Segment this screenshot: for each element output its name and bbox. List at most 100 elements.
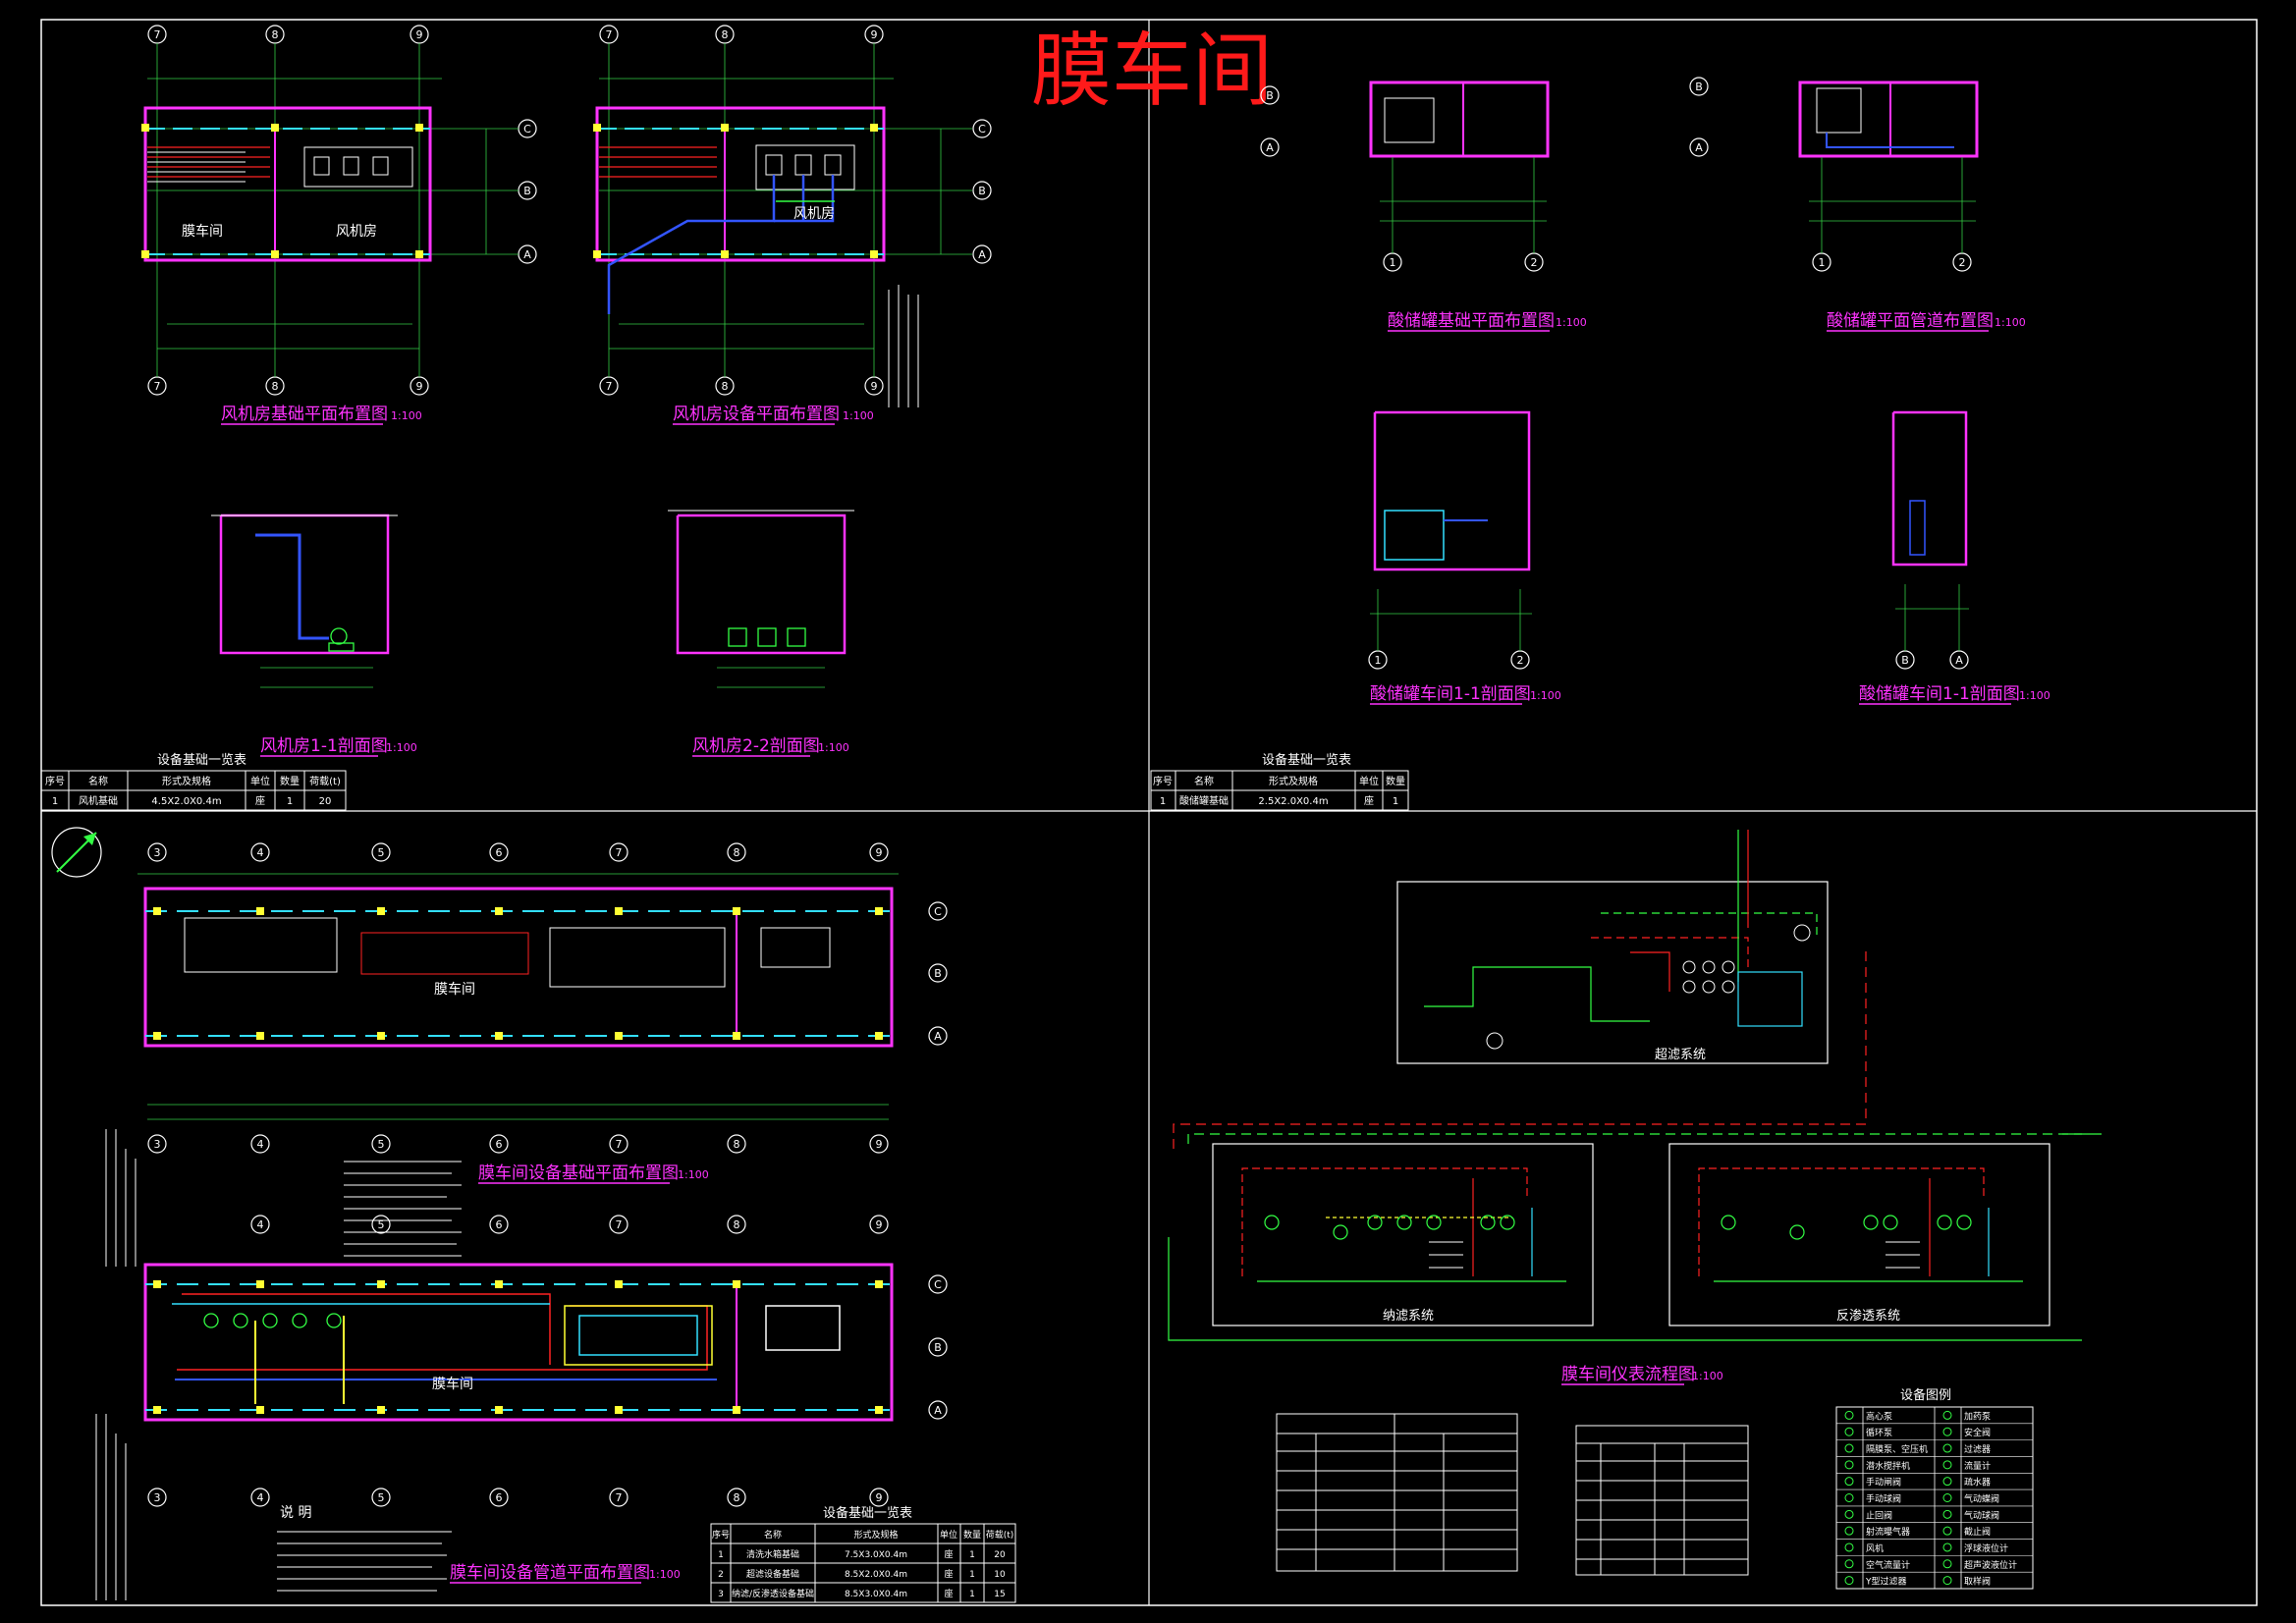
row-label: C xyxy=(934,1278,942,1291)
drawing-title: 风机房1-1剖面图 xyxy=(260,736,388,756)
row-label: A xyxy=(934,1404,942,1417)
table-cell: 2.5X2.0X0.4m xyxy=(1258,796,1328,807)
room-label: 膜车间 xyxy=(182,223,223,240)
table-header: 荷载(t) xyxy=(986,1529,1014,1541)
row-label: A xyxy=(934,1030,942,1043)
table-header: 单位 xyxy=(940,1529,957,1541)
notes-title: 说 明 xyxy=(280,1505,311,1521)
table-cell: 1 xyxy=(1393,796,1398,807)
legend-label: 空气流量计 xyxy=(1866,1559,1910,1571)
table-header: 单位 xyxy=(250,775,270,787)
drawing-scale: 1:100 xyxy=(818,741,849,754)
table-title: 设备基础一览表 xyxy=(157,752,246,768)
row-label: B xyxy=(1266,89,1274,102)
legend-label: 流量计 xyxy=(1964,1460,1991,1472)
legend-symbol-icon xyxy=(1844,1427,1854,1436)
pipe-notes-lines xyxy=(344,1161,462,1257)
legend-symbol-icon xyxy=(1942,1460,1952,1470)
fan-foundation-plan: 7 8 9 7 8 9 C B A xyxy=(141,25,537,425)
axis-label: 1 xyxy=(1390,256,1396,269)
fan-section-1: 风机房1-1剖面图 1:100 xyxy=(211,514,417,757)
axis-label: 6 xyxy=(496,1491,503,1504)
table-header: 形式及规格 xyxy=(162,775,211,787)
axis-label: 9 xyxy=(876,846,883,859)
system-label: 反渗透系统 xyxy=(1836,1309,1900,1324)
table-header: 序号 xyxy=(712,1529,730,1541)
drawing-title: 酸储罐平面管道布置图 xyxy=(1827,311,1994,331)
fan-section-2: 风机房2-2剖面图 1:100 xyxy=(668,510,854,757)
row-label: B xyxy=(978,185,986,197)
row-label: A xyxy=(1266,141,1274,154)
axis-label: 9 xyxy=(876,1138,883,1151)
legend-symbol-icon xyxy=(1844,1460,1854,1470)
axis-label: 5 xyxy=(378,1218,385,1231)
table-header: 名称 xyxy=(764,1529,782,1541)
drawing-scale: 1:100 xyxy=(843,409,874,422)
axis-label: 8 xyxy=(722,380,729,393)
table-cell: 20 xyxy=(319,796,332,807)
axis-label: 9 xyxy=(876,1491,883,1504)
table-cell: 1 xyxy=(52,796,58,807)
north-arrow-icon xyxy=(51,827,102,878)
axis-label: 2 xyxy=(1959,256,1966,269)
instrument-code-table xyxy=(1276,1413,1518,1572)
axis-label: 8 xyxy=(734,1218,740,1231)
acid-equipment-table: 设备基础一览表 序号 名称 形式及规格 单位 数量 1 酸储罐基础 2.5X2.… xyxy=(1150,752,1409,811)
drawing-title: 膜车间设备基础平面布置图 xyxy=(478,1163,679,1183)
fan-equipment-plan: 7 8 9 7 8 9 C B A xyxy=(593,25,992,425)
table-cell: 1 xyxy=(969,1570,975,1580)
acid-section-b: B A 酸储罐车间1-1剖面图 1:100 xyxy=(1859,410,2050,705)
drawing-title: 膜车间仪表流程图 xyxy=(1561,1365,1695,1384)
room-label: 风机房 xyxy=(336,224,377,240)
axis-label: 8 xyxy=(272,28,279,41)
table-header: 名称 xyxy=(1194,775,1214,787)
legend-symbol-icon xyxy=(1844,1493,1854,1502)
legend-symbol-icon xyxy=(1844,1576,1854,1586)
drawing-title: 风机房设备平面布置图 xyxy=(673,405,840,424)
membrane-pipe-plan: 4 5 6 7 8 9 3 4 5 6 7 8 9 C B A xyxy=(143,1215,948,1584)
drawing-scale: 1:100 xyxy=(1530,689,1561,702)
legend-symbol-icon xyxy=(1942,1477,1952,1487)
axis-label: 3 xyxy=(154,846,161,859)
axis-label: 3 xyxy=(154,1138,161,1151)
axis-label: 3 xyxy=(154,1491,161,1504)
row-label: B xyxy=(934,967,942,980)
fan-equipment-table: 设备基础一览表 序号 名称 形式及规格 单位 数量 荷载(t) 1 风机基础 4… xyxy=(40,752,347,811)
legend-label: 浮球液位计 xyxy=(1964,1542,2008,1554)
drawing-title: 酸储罐基础平面布置图 xyxy=(1388,311,1555,331)
drawing-title: 风机房基础平面布置图 xyxy=(221,405,388,424)
table-header: 名称 xyxy=(88,775,108,787)
axis-label: 7 xyxy=(154,380,161,393)
legend-title: 设备图例 xyxy=(1900,1387,1951,1403)
legend-label: 安全阀 xyxy=(1964,1427,1991,1438)
table-cell: 1 xyxy=(287,796,293,807)
drawing-scale: 1:100 xyxy=(2019,689,2050,702)
legend-symbol-icon xyxy=(1844,1410,1854,1420)
axis-label: 9 xyxy=(416,380,423,393)
table-cell: 2 xyxy=(718,1570,724,1580)
axis-label: B xyxy=(1901,654,1909,667)
axis-label: A xyxy=(1955,654,1963,667)
table-cell: 1 xyxy=(718,1550,724,1560)
table-cell: 7.5X3.0X0.4m xyxy=(845,1550,907,1560)
table-cell: 纳滤/反渗透设备基础 xyxy=(732,1588,814,1599)
axis-label: 8 xyxy=(734,1491,740,1504)
drawing-title: 酸储罐车间1-1剖面图 xyxy=(1370,684,1531,704)
table-cell: 座 xyxy=(944,1548,953,1560)
legend-symbol-icon xyxy=(1942,1410,1952,1420)
axis-label: 9 xyxy=(871,380,878,393)
row-label: A xyxy=(1695,141,1703,154)
table-cell: 1 xyxy=(969,1590,975,1599)
legend-label: 循环泵 xyxy=(1866,1427,1892,1438)
legend-label: 射流曝气器 xyxy=(1866,1526,1910,1538)
room-label: 膜车间 xyxy=(434,981,475,998)
page-title: 膜车间 xyxy=(1031,25,1273,118)
row-label: A xyxy=(978,248,986,261)
legend-symbol-icon xyxy=(1844,1509,1854,1519)
table-cell: 座 xyxy=(944,1588,953,1599)
table-header: 荷载(t) xyxy=(309,776,341,787)
table-cell: 8.5X2.0X0.4m xyxy=(845,1570,907,1580)
legend-label: 过滤器 xyxy=(1964,1443,1991,1455)
legend-symbol-icon xyxy=(1942,1493,1952,1502)
